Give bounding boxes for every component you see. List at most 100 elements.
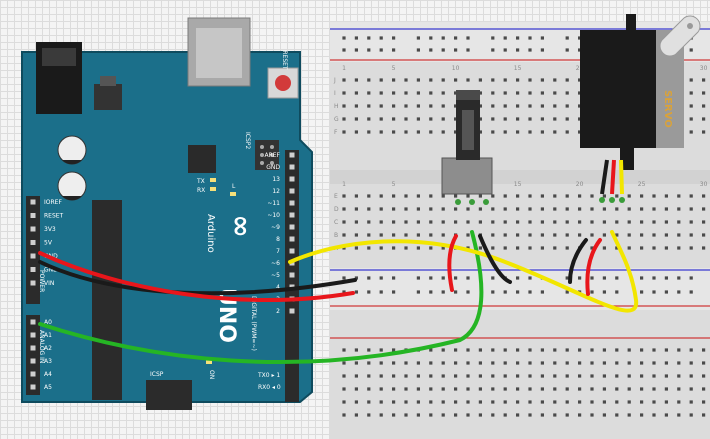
- power-rail-hole: [354, 290, 358, 294]
- pin-label: ~9: [271, 224, 280, 231]
- breadboard-hole: [429, 348, 433, 352]
- breadboard-hole: [429, 207, 433, 211]
- breadboard-hole: [689, 104, 693, 108]
- breadboard-hole: [478, 361, 482, 365]
- breadboard-hole: [528, 233, 532, 237]
- breadboard-hole: [392, 104, 396, 108]
- breadboard-hole: [466, 374, 470, 378]
- breadboard-hole: [342, 246, 346, 250]
- analog-header: [26, 315, 40, 395]
- power-rail-hole: [354, 276, 358, 280]
- breadboard-hole: [590, 220, 594, 224]
- breadboard-hole: [664, 207, 668, 211]
- pin-label: A0: [44, 319, 52, 326]
- breadboard-hole: [466, 361, 470, 365]
- breadboard-hole: [702, 400, 706, 404]
- breadboard-hole: [553, 400, 557, 404]
- power-rail-hole: [565, 276, 569, 280]
- breadboard-hole: [664, 387, 668, 391]
- breadboard-hole: [392, 348, 396, 352]
- breadboard-hole: [578, 220, 582, 224]
- breadboard-hole: [590, 348, 594, 352]
- breadboard-hole: [553, 220, 557, 224]
- breadboard-hole: [503, 194, 507, 198]
- breadboard-hole: [702, 220, 706, 224]
- wire-servo-black[interactable]: [568, 238, 588, 284]
- breadboard-hole: [640, 361, 644, 365]
- breadboard-hole: [367, 400, 371, 404]
- breadboard-hole: [392, 400, 396, 404]
- wire-d9-yellow[interactable]: [288, 230, 639, 313]
- breadboard-hole: [553, 387, 557, 391]
- breadboard-hole: [578, 387, 582, 391]
- wire-pot-black[interactable]: [478, 234, 512, 284]
- breadboard-hole: [379, 91, 383, 95]
- breadboard-hole: [342, 348, 346, 352]
- header-pin: [289, 212, 295, 218]
- breadboard-hole: [503, 104, 507, 108]
- power-rail-hole: [516, 290, 520, 294]
- icsp2-header: [255, 140, 279, 170]
- breadboard-hole: [540, 400, 544, 404]
- breadboard-hole: [528, 413, 532, 417]
- breadboard-hole: [689, 130, 693, 134]
- breadboard-hole: [540, 194, 544, 198]
- breadboard-hole: [429, 400, 433, 404]
- breadboard-hole: [615, 246, 619, 250]
- servo-motor: SERVO: [580, 14, 701, 203]
- breadboard-hole: [379, 130, 383, 134]
- power-rail-hole: [466, 276, 470, 280]
- breadboard-hole: [441, 233, 445, 237]
- breadboard-hole: [392, 220, 396, 224]
- wire-a0-green[interactable]: [38, 230, 484, 365]
- breadboard-hole: [478, 374, 482, 378]
- breadboard-hole: [379, 220, 383, 224]
- breadboard-hole: [454, 220, 458, 224]
- power-rail-hole: [367, 36, 371, 40]
- pin-label: 2: [276, 308, 280, 315]
- breadboard-hole: [689, 91, 693, 95]
- breadboard-hole: [615, 220, 619, 224]
- breadboard-hole: [429, 104, 433, 108]
- breadboard-hole: [503, 91, 507, 95]
- pin-label: GND: [266, 164, 280, 171]
- power-rail-hole: [602, 276, 606, 280]
- breadboard-hole: [491, 413, 495, 417]
- breadboard-hole: [342, 194, 346, 198]
- breadboard-hole: [553, 194, 557, 198]
- breadboard-hole: [565, 413, 569, 417]
- breadboard-hole: [540, 78, 544, 82]
- power-rail-hole: [416, 276, 420, 280]
- breadboard-hole: [441, 117, 445, 121]
- breadboard-hole: [590, 387, 594, 391]
- breadboard-hole: [664, 374, 668, 378]
- icsp-header: [146, 380, 192, 410]
- breadboard-hole: [652, 194, 656, 198]
- wire-servo-red[interactable]: [585, 238, 602, 296]
- breadboard-hole: [516, 130, 520, 134]
- power-rail-hole: [503, 48, 507, 52]
- breadboard-hole: [516, 246, 520, 250]
- breadboard-hole: [640, 387, 644, 391]
- breadboard-hole: [404, 117, 408, 121]
- power-rail-hole: [528, 276, 532, 280]
- breadboard-hole: [503, 207, 507, 211]
- breadboard-hole: [677, 233, 681, 237]
- breadboard-hole: [689, 387, 693, 391]
- breadboard-hole: [503, 361, 507, 365]
- reset-button-cap[interactable]: [275, 75, 291, 91]
- breadboard-hole: [578, 233, 582, 237]
- wire-pot-red[interactable]: [447, 234, 458, 292]
- potentiometer[interactable]: [441, 90, 493, 205]
- breadboard-hole: [640, 246, 644, 250]
- breadboard-hole: [528, 374, 532, 378]
- breadboard-hole: [702, 348, 706, 352]
- pin-label: 13: [272, 176, 280, 183]
- breadboard-hole: [689, 233, 693, 237]
- breadboard-hole: [379, 78, 383, 82]
- breadboard-hole: [528, 400, 532, 404]
- wire-5v-red[interactable]: [38, 251, 355, 302]
- capacitor-2: [57, 171, 87, 201]
- breadboard-row-label: J: [333, 77, 336, 84]
- pin-label: ~11: [267, 200, 280, 207]
